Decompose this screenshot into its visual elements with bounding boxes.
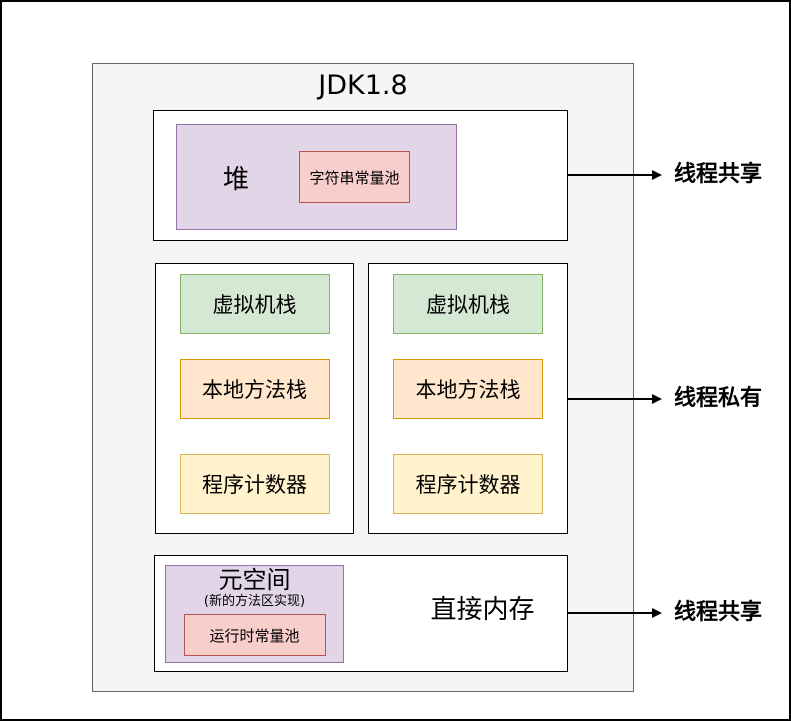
jdk-version-title: JDK1.8 [318, 70, 408, 101]
metaspace-subtitle: (新的方法区实现) [203, 594, 306, 609]
thread-stack-column-2: 虚拟机栈 本地方法栈 程序计数器 [368, 263, 568, 534]
metaspace-label: 元空间 [218, 566, 291, 594]
native-stack-label: 本地方法栈 [415, 378, 521, 402]
arrow-stacks-to-private [567, 394, 662, 404]
metaspace-box: 元空间 (新的方法区实现) 运行时常量池 [165, 565, 344, 663]
program-counter-box: 程序计数器 [179, 454, 330, 514]
heap-box: 堆 字符串常量池 [176, 124, 457, 230]
arrow-metaspace-to-shared [567, 608, 662, 618]
program-counter-label: 程序计数器 [202, 473, 307, 497]
thread-shared-label-top: 线程共享 [674, 162, 763, 187]
heap-label: 堆 [222, 164, 249, 195]
vm-stack-box: 虚拟机栈 [393, 274, 543, 334]
jdk-container: JDK1.8 堆 字符串常量池 虚拟机栈 本地方法栈 程序计数器 虚拟机栈 本地… [92, 63, 634, 692]
string-constant-pool-box: 字符串常量池 [299, 151, 410, 203]
runtime-constant-pool-label: 运行时常量池 [209, 626, 300, 645]
program-counter-label: 程序计数器 [415, 473, 521, 497]
vm-stack-label: 虚拟机栈 [426, 293, 510, 317]
thread-shared-label-bottom: 线程共享 [674, 600, 763, 625]
metaspace-container: 元空间 (新的方法区实现) 运行时常量池 直接内存 [154, 555, 568, 672]
runtime-constant-pool-box: 运行时常量池 [183, 614, 326, 656]
program-counter-box: 程序计数器 [393, 454, 543, 514]
thread-stack-column-1: 虚拟机栈 本地方法栈 程序计数器 [155, 263, 354, 534]
native-stack-label: 本地方法栈 [202, 378, 307, 402]
thread-private-label: 线程私有 [674, 386, 763, 411]
heap-container: 堆 字符串常量池 [153, 110, 568, 241]
arrow-heap-to-shared [567, 170, 662, 180]
native-stack-box: 本地方法栈 [393, 359, 543, 419]
string-constant-pool-label: 字符串常量池 [309, 168, 400, 187]
vm-stack-box: 虚拟机栈 [179, 274, 330, 334]
vm-stack-label: 虚拟机栈 [212, 293, 297, 317]
direct-memory-label: 直接内存 [430, 595, 535, 625]
native-stack-box: 本地方法栈 [179, 359, 330, 419]
